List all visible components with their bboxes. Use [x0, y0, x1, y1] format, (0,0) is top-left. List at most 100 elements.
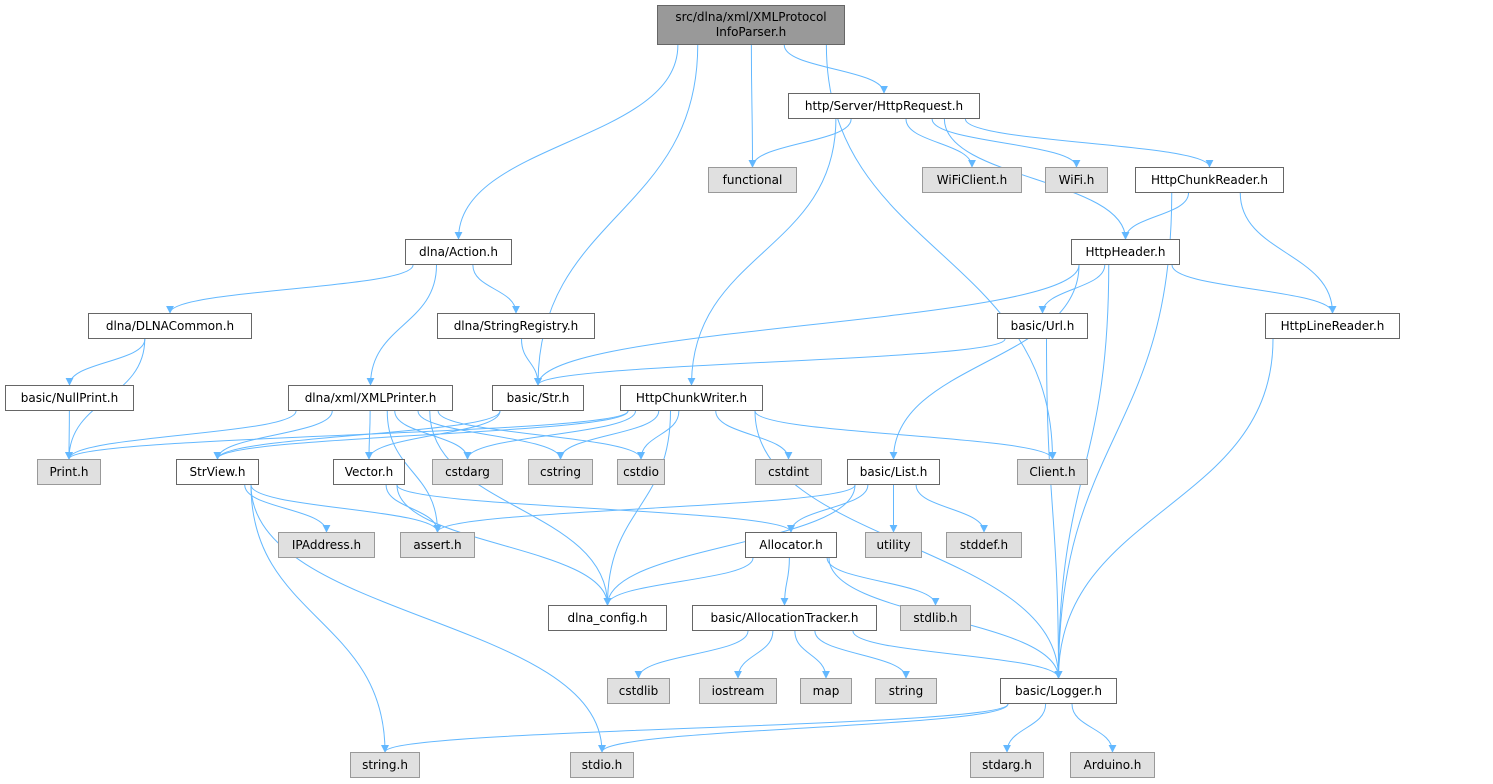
edge-dlnacommon-to-nullprint [65, 338, 146, 386]
edge-httprequest-to-functional [748, 118, 852, 168]
edge-list-to-stddef [915, 484, 988, 533]
node-httprequest[interactable]: http/Server/HttpRequest.h [788, 93, 980, 119]
node-print: Print.h [37, 459, 101, 485]
edge-xmlprinter-to-cstdio [437, 410, 645, 460]
edge-xmlprinter-to-vector [365, 410, 374, 460]
edge-action-to-stringregistry [472, 264, 520, 314]
node-dlna-config[interactable]: dlna_config.h [548, 605, 667, 631]
node-cstdio: cstdio [617, 459, 665, 485]
node-strview[interactable]: StrView.h [176, 459, 259, 485]
edge-allocationtracker-to-cstdlib [634, 630, 749, 679]
node-httpheader[interactable]: HttpHeader.h [1071, 239, 1180, 265]
edge-list-to-allocator [787, 484, 869, 533]
edge-list-to-assert [433, 484, 856, 533]
node-stringh: string.h [350, 752, 420, 778]
edge-httpchunkreader-to-logger [1054, 192, 1173, 679]
edge-strview-to-assert [250, 484, 442, 533]
edge-logger-to-stdioh [598, 703, 1009, 753]
node-map: map [800, 678, 852, 704]
edge-httpchunkwriter-to-cstdarg [463, 410, 636, 460]
edge-root-to-action [454, 44, 679, 240]
edge-allocationtracker-to-map [794, 630, 830, 679]
edge-xmlprinter-to-strview [213, 410, 333, 460]
edge-xmlprinter-to-cstring [417, 410, 565, 460]
node-httpchunkwriter[interactable]: HttpChunkWriter.h [620, 385, 763, 411]
node-stdlib: stdlib.h [900, 605, 971, 631]
edge-httpheader-to-httplinereader [1171, 264, 1337, 314]
node-cstdint: cstdint [755, 459, 822, 485]
edge-allocationtracker-to-string [814, 630, 910, 679]
node-root[interactable]: src/dlna/xml/XMLProtocol InfoParser.h [657, 5, 845, 45]
edge-httpheader-to-list [889, 264, 1080, 460]
edge-allocationtracker-to-iostream [734, 630, 774, 679]
edge-httpchunkwriter-to-cstdio [637, 410, 680, 460]
edge-root-to-functional [748, 44, 757, 168]
edge-str-to-vector [365, 410, 501, 460]
node-xmlprinter[interactable]: dlna/xml/XMLPrinter.h [288, 385, 453, 411]
node-vector[interactable]: Vector.h [333, 459, 405, 485]
edge-httprequest-to-wificlient [905, 118, 976, 168]
edge-httprequest-to-httpchunkwriter [687, 118, 837, 386]
node-cstring: cstring [528, 459, 593, 485]
node-utility: utility [865, 532, 922, 558]
node-functional: functional [708, 167, 797, 193]
edge-httpchunkwriter-to-cstdint [715, 410, 793, 460]
edge-vector-to-allocator [396, 484, 795, 533]
edge-allocationtracker-to-logger [852, 630, 1063, 679]
edge-httpchunkwriter-to-strview [213, 410, 629, 460]
edge-httpheader-to-url [1038, 264, 1106, 314]
node-wifi: WiFi.h [1045, 167, 1108, 193]
edge-url-to-str [534, 338, 1006, 386]
edge-allocator-to-allocationtracker [780, 557, 790, 606]
node-stddef: stddef.h [946, 532, 1022, 558]
edge-httpchunkwriter-to-client [754, 410, 1057, 460]
edge-httpchunkreader-to-httplinereader [1239, 192, 1337, 314]
edge-httpchunkreader-to-httpheader [1121, 192, 1189, 240]
node-wificlient: WiFiClient.h [922, 167, 1022, 193]
node-stdioh: stdio.h [570, 752, 634, 778]
node-cstdlib: cstdlib [607, 678, 670, 704]
edge-httpheader-to-str [534, 264, 1080, 386]
node-url[interactable]: basic/Url.h [997, 313, 1088, 339]
edge-httprequest-to-wifi [931, 118, 1081, 168]
edge-httplinereader-to-logger [1054, 338, 1274, 679]
edge-allocator-to-stdlib [826, 557, 940, 606]
edge-httpchunkwriter-to-print [65, 410, 629, 460]
edge-list-to-dlna_config [603, 484, 856, 606]
node-logger[interactable]: basic/Logger.h [1000, 678, 1117, 704]
edge-strview-to-ipaddress [244, 484, 331, 533]
edge-strview-to-stringh [250, 484, 389, 753]
edge-httprequest-to-httpheader [943, 118, 1130, 240]
node-allocationtracker[interactable]: basic/AllocationTracker.h [692, 605, 877, 631]
edge-strview-to-stdioh [250, 484, 606, 753]
node-ipaddress: IPAddress.h [278, 532, 375, 558]
node-action[interactable]: dlna/Action.h [405, 239, 512, 265]
edge-stringregistry-to-str [521, 338, 542, 386]
node-assert: assert.h [400, 532, 475, 558]
edge-xmlprinter-to-assert [386, 410, 442, 533]
node-list[interactable]: basic/List.h [847, 459, 940, 485]
node-nullprint[interactable]: basic/NullPrint.h [5, 385, 134, 411]
edge-vector-to-dlna_config [396, 484, 612, 606]
edge-root-to-httprequest [783, 44, 888, 94]
node-stringregistry[interactable]: dlna/StringRegistry.h [437, 313, 595, 339]
node-allocator[interactable]: Allocator.h [745, 532, 837, 558]
edge-httprequest-to-httpchunkreader [964, 118, 1214, 168]
node-stdarg: stdarg.h [970, 752, 1044, 778]
node-httplinereader[interactable]: HttpLineReader.h [1265, 313, 1400, 339]
edge-allocator-to-dlna_config [603, 557, 754, 606]
edge-httpchunkwriter-to-dlna_config [603, 410, 671, 606]
edge-xmlprinter-to-dlna_config [429, 410, 612, 606]
edge-httpchunkwriter-to-cstring [556, 410, 660, 460]
edge-action-to-xmlprinter [366, 264, 437, 386]
node-str[interactable]: basic/Str.h [492, 385, 584, 411]
edge-url-to-logger [1046, 338, 1063, 679]
node-httpchunkreader[interactable]: HttpChunkReader.h [1135, 167, 1284, 193]
edge-xmlprinter-to-print [65, 410, 297, 460]
node-string: string [875, 678, 937, 704]
edge-logger-to-stdarg [1003, 703, 1047, 753]
node-dlnacommon[interactable]: dlna/DLNACommon.h [88, 313, 252, 339]
edge-logger-to-arduino [1071, 703, 1117, 753]
